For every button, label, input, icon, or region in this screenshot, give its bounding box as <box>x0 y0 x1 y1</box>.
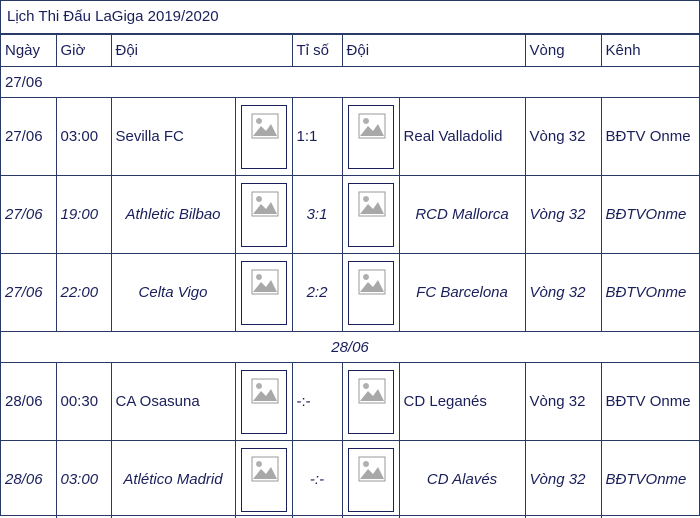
home-team[interactable]: Sevilla FC <box>111 98 235 176</box>
match-round: Vòng 32 <box>525 98 601 176</box>
channel-text: BĐTV Onme <box>606 393 691 410</box>
match-channel[interactable]: BĐTVOnme <box>601 254 699 332</box>
match-score: 1:1 <box>292 98 342 176</box>
image-placeholder-icon <box>348 183 394 247</box>
date-group-row: 27/06 <box>1 67 699 98</box>
home-team[interactable]: Celta Vigo <box>111 254 235 332</box>
match-score: -:- <box>292 441 342 518</box>
match-channel[interactable]: BĐTVOnme <box>601 176 699 254</box>
header-channel: Kênh <box>601 35 699 67</box>
home-logo-cell <box>235 441 292 518</box>
date-group-label: 27/06 <box>1 67 699 98</box>
date-group-row: 28/06 <box>1 332 699 363</box>
header-date: Ngày <box>1 35 56 67</box>
match-time: 19:00 <box>56 176 111 254</box>
home-team[interactable]: CA Osasuna <box>111 363 235 441</box>
match-score: 2:2 <box>292 254 342 332</box>
match-row[interactable]: 27/06 03:00 Sevilla FC 1:1 Real Valladol… <box>1 98 699 176</box>
image-placeholder-icon <box>241 183 287 247</box>
match-time: 03:00 <box>56 441 111 518</box>
away-team[interactable]: RCD Mallorca <box>399 176 525 254</box>
away-team[interactable]: CD Leganés <box>399 363 525 441</box>
image-placeholder-icon <box>241 448 287 512</box>
table-header-row: Ngày Giờ Đội Tỉ số Đội Vòng Kênh <box>1 35 699 67</box>
schedule-table: Ngày Giờ Đội Tỉ số Đội Vòng Kênh 27/06 2… <box>1 34 699 518</box>
match-row[interactable]: 28/06 00:30 CA Osasuna -:- CD Leganés Vò… <box>1 363 699 441</box>
home-logo-cell <box>235 176 292 254</box>
image-placeholder-icon <box>348 261 394 325</box>
match-score: 3:1 <box>292 176 342 254</box>
schedule-title: Lịch Thi Đấu LaGiga 2019/2020 <box>7 8 219 25</box>
image-placeholder-icon <box>241 370 287 434</box>
match-round: Vòng 32 <box>525 254 601 332</box>
away-logo-cell <box>342 254 399 332</box>
schedule-title-bar: Lịch Thi Đấu LaGiga 2019/2020 <box>1 1 699 34</box>
image-placeholder-icon <box>241 105 287 169</box>
home-team[interactable]: Athletic Bilbao <box>111 176 235 254</box>
away-logo-cell <box>342 176 399 254</box>
image-placeholder-icon <box>241 261 287 325</box>
header-round: Vòng <box>525 35 601 67</box>
match-time: 22:00 <box>56 254 111 332</box>
match-round: Vòng 32 <box>525 363 601 441</box>
home-logo-cell <box>235 254 292 332</box>
match-row[interactable]: 27/06 22:00 Celta Vigo 2:2 FC Barcelona … <box>1 254 699 332</box>
match-channel[interactable]: BĐTV Onme <box>601 98 699 176</box>
match-round: Vòng 32 <box>525 176 601 254</box>
date-group-label: 28/06 <box>1 332 699 363</box>
away-team[interactable]: Real Valladolid <box>399 98 525 176</box>
match-date: 28/06 <box>1 363 56 441</box>
image-placeholder-icon <box>348 370 394 434</box>
header-team-2: Đội <box>342 35 525 67</box>
away-team[interactable]: FC Barcelona <box>399 254 525 332</box>
header-time: Giờ <box>56 35 111 67</box>
match-date: 27/06 <box>1 176 56 254</box>
header-score: Tỉ số <box>292 35 342 67</box>
match-row[interactable]: 28/06 03:00 Atlético Madrid -:- CD Alavé… <box>1 441 699 518</box>
match-round: Vòng 32 <box>525 441 601 518</box>
match-channel[interactable]: BĐTV Onme <box>601 363 699 441</box>
match-date: 28/06 <box>1 441 56 518</box>
match-date: 27/06 <box>1 98 56 176</box>
match-time: 00:30 <box>56 363 111 441</box>
match-row[interactable]: 27/06 19:00 Athletic Bilbao 3:1 RCD Mall… <box>1 176 699 254</box>
header-team-1: Đội <box>111 35 292 67</box>
match-score: -:- <box>292 363 342 441</box>
channel-text: BĐTV Onme <box>606 128 691 145</box>
home-logo-cell <box>235 363 292 441</box>
away-logo-cell <box>342 363 399 441</box>
match-time: 03:00 <box>56 98 111 176</box>
home-team[interactable]: Atlético Madrid <box>111 441 235 518</box>
match-date: 27/06 <box>1 254 56 332</box>
home-logo-cell <box>235 98 292 176</box>
away-logo-cell <box>342 441 399 518</box>
away-logo-cell <box>342 98 399 176</box>
image-placeholder-icon <box>348 105 394 169</box>
away-team[interactable]: CD Alavés <box>399 441 525 518</box>
image-placeholder-icon <box>348 448 394 512</box>
match-channel[interactable]: BĐTVOnme <box>601 441 699 518</box>
